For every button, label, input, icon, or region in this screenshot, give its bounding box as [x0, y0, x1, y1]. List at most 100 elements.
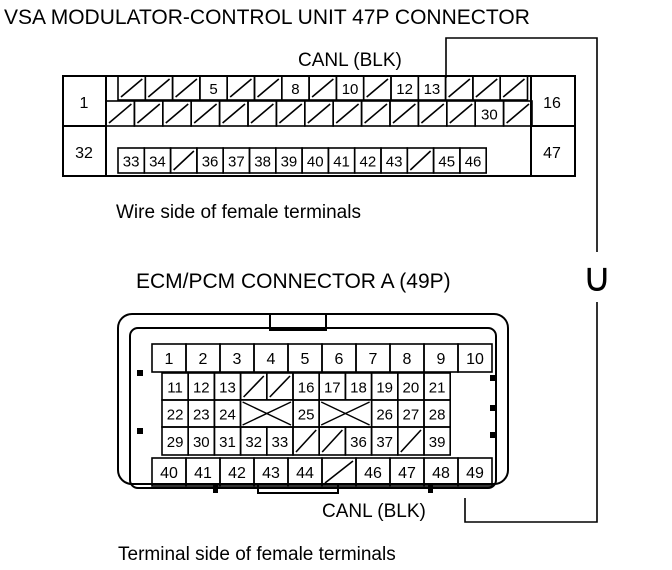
vsa-pin-cell	[406, 147, 435, 174]
ecm-pin-cell: 11	[161, 372, 190, 401]
vsa-pin-number: 33	[123, 154, 140, 171]
vsa-pin-cell: 34	[143, 147, 172, 174]
ecm-pin-number: 33	[272, 434, 289, 451]
ecm-pin-cell: 2	[185, 343, 221, 373]
ecm-pin-cell: 27	[396, 399, 425, 428]
vsa-pin-cell	[308, 75, 338, 101]
vsa-pin-cell: 5	[199, 75, 228, 101]
vsa-canl-wire-label: CANL (BLK)	[298, 50, 402, 71]
empty-cavity-slash	[506, 103, 530, 124]
ecm-pin-cell: 18	[344, 372, 373, 401]
empty-cavity-slash	[400, 429, 422, 453]
vsa-pin-cell	[190, 100, 221, 127]
empty-cavity-slash	[307, 103, 331, 124]
empty-cavity-slash	[193, 103, 218, 124]
ecm-pin-number: 17	[324, 380, 341, 397]
vsa-pin-number: 8	[291, 81, 299, 98]
vsa-pin-cell	[445, 100, 476, 127]
vsa-pin-number: 39	[281, 154, 298, 171]
empty-cavity-slash	[108, 103, 132, 124]
ecm-pin-cell: 31	[213, 426, 242, 456]
ecm-pin-cell: 30	[187, 426, 216, 456]
empty-cavity-slash	[364, 103, 388, 124]
vsa-pin-number: 5	[209, 81, 217, 98]
ecm-pin-number: 5	[301, 351, 310, 368]
ecm-pin-number: 28	[429, 407, 446, 424]
ecm-pin-number: 10	[466, 351, 484, 368]
vsa-pin-cell	[303, 100, 334, 127]
ecm-pin-cell: 1	[151, 343, 187, 373]
ecm-pin-cell: 28	[423, 399, 452, 428]
empty-cavity-slash	[256, 78, 280, 98]
ecm-pin-number: 40	[160, 465, 178, 482]
vsa-caption: Wire side of female terminals	[116, 202, 361, 223]
ecm-pin-cell: 41	[185, 457, 221, 487]
vsa-pin-number: 42	[360, 154, 377, 171]
vsa-pin-32: 32	[75, 145, 93, 162]
empty-cavity-slash	[392, 103, 416, 124]
vsa-pin-cell	[499, 75, 529, 101]
ecm-pin-cell: 5	[287, 343, 323, 373]
vsa-pin-cell	[332, 100, 363, 127]
ecm-pin-number: 30	[193, 434, 210, 451]
continuity-symbol-backdrop	[586, 252, 608, 302]
vsa-pin-number: 34	[149, 154, 166, 171]
vsa-pin-number: 38	[254, 154, 271, 171]
ecm-pin-number: 9	[437, 351, 446, 368]
vsa-pin-cell: 10	[335, 75, 365, 101]
ecm-pin-number: 43	[262, 465, 280, 482]
empty-cavity-slash	[502, 78, 526, 98]
ecm-pin-cell: 10	[457, 343, 493, 373]
ecm-pin-cell: 8	[389, 343, 425, 373]
vsa-pin-row-2: 30	[105, 100, 533, 127]
ecm-pin-cell: 46	[355, 457, 391, 487]
blank-cavity-cross	[239, 399, 294, 428]
ecm-pin-number: 4	[267, 351, 276, 368]
ecm-pin-number: 22	[167, 407, 184, 424]
vsa-pin-cell	[144, 75, 174, 101]
vsa-pin-number: 36	[202, 154, 219, 171]
empty-cavity-slash	[324, 460, 354, 484]
vsa-connector-title: VSA MODULATOR-CONTROL UNIT 47P CONNECTOR	[4, 6, 530, 29]
vsa-pin-cell: 12	[390, 75, 420, 101]
ecm-pin-cell: 17	[318, 372, 347, 401]
vsa-pin-cell: 41	[327, 147, 356, 174]
ecm-pin-cell: 26	[370, 399, 399, 428]
vsa-pin-cell	[171, 75, 201, 101]
ecm-pin-number: 44	[296, 465, 314, 482]
ecm-pin-cell: 29	[161, 426, 190, 456]
vsa-pin-cell: 37	[222, 147, 251, 174]
ecm-pin-number: 18	[350, 380, 367, 397]
empty-cavity-slash	[311, 78, 334, 98]
empty-cavity-slash	[243, 375, 265, 398]
vsa-pin-cell	[389, 100, 420, 127]
empty-cavity-slash	[321, 429, 343, 453]
vsa-pin-cell: 38	[248, 147, 277, 174]
empty-cavity-slash	[420, 103, 445, 124]
vsa-pin-cell: 8	[280, 75, 310, 101]
ecm-pin-cell	[396, 426, 425, 456]
vsa-pin-cell	[169, 147, 198, 174]
vsa-pin-number: 10	[342, 81, 359, 98]
vsa-pin-cell: 46	[459, 147, 487, 174]
empty-cavity-slash	[449, 103, 473, 124]
ecm-pin-cell: 21	[423, 372, 452, 401]
vsa-pin-number: 45	[438, 154, 455, 171]
vsa-pin-cell: 42	[353, 147, 382, 174]
ecm-pin-number: 16	[298, 380, 315, 397]
ecm-pin-number: 27	[403, 407, 420, 424]
vsa-pin-cell	[275, 100, 306, 127]
ecm-pin-cell: 33	[265, 426, 294, 456]
ecm-pin-cell: 23	[187, 399, 216, 428]
vsa-pin-cell	[162, 100, 193, 127]
ecm-pin-number: 31	[219, 434, 236, 451]
ecm-pin-cell: 47	[389, 457, 425, 487]
empty-cavity-slash	[250, 103, 274, 124]
ecm-pin-cell: 40	[151, 457, 187, 487]
ecm-pin-cell	[321, 457, 357, 487]
